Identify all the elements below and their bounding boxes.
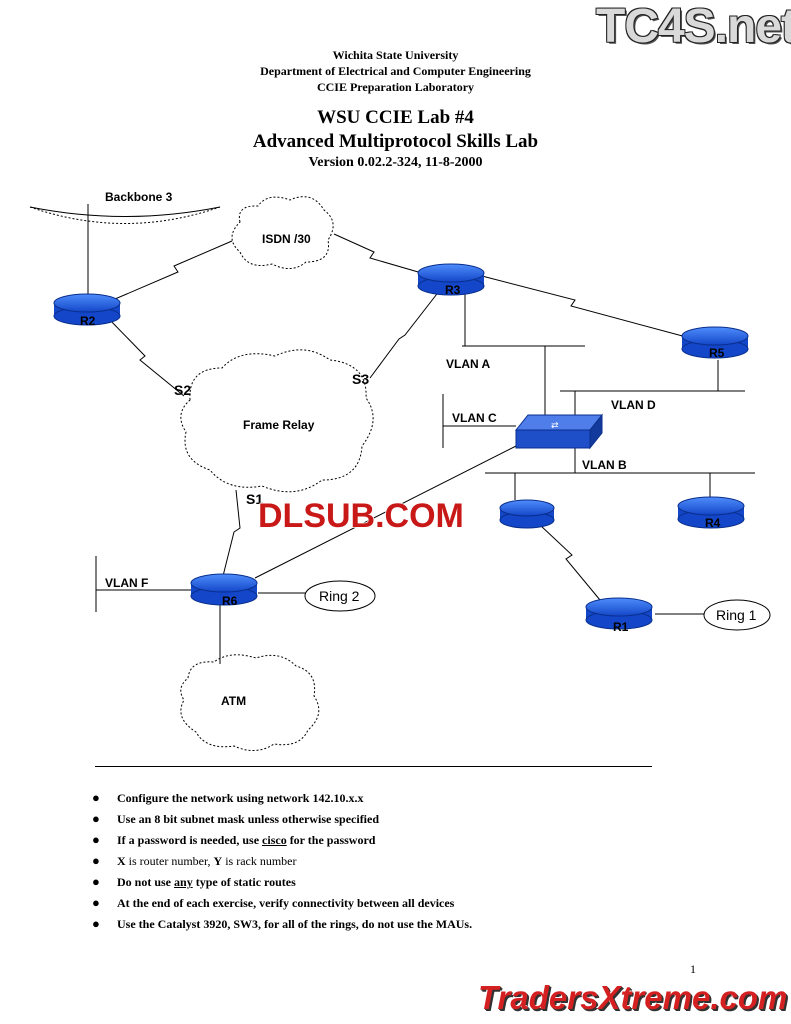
backbone-arc — [29, 206, 221, 224]
bullet-icon: ● — [92, 811, 100, 826]
frame-relay-cloud: Frame Relay — [180, 349, 374, 493]
router-r1: R1 — [585, 597, 653, 634]
vlan-b-label: VLAN B — [582, 458, 627, 472]
r3-label: R3 — [445, 283, 461, 297]
list-item: ●If a password is needed, use cisco for … — [92, 832, 376, 847]
r5-label: R5 — [709, 346, 725, 360]
isdn-r3-link — [333, 233, 433, 277]
list-item: ●Use the Catalyst 3920, SW3, for all of … — [92, 916, 473, 931]
separator-rule — [95, 766, 652, 767]
bullet-icon: ● — [92, 853, 100, 868]
bullet-icon: ● — [92, 916, 100, 931]
backbone-label: Backbone 3 — [105, 190, 173, 204]
router-r4: R4 — [677, 496, 745, 530]
notes-list: ●Configure the network using network 142… — [92, 790, 473, 938]
bullet-icon: ● — [92, 895, 100, 910]
r3-r5-link — [481, 275, 691, 339]
header-lab: CCIE Preparation Laboratory — [316, 80, 475, 94]
atm-cloud: ATM — [180, 654, 320, 751]
frame-relay-label: Frame Relay — [243, 418, 315, 432]
title-line-2: Advanced Multiprotocol Skills Lab — [252, 131, 539, 152]
list-item: ●X is router number, Y is rack number — [92, 853, 297, 868]
r2-isdn-link — [107, 240, 233, 303]
router-r1-link — [539, 524, 601, 601]
bullet-icon: ● — [92, 832, 100, 847]
vlan-c-label: VLAN C — [452, 411, 497, 425]
vlan-a-label: VLAN A — [446, 357, 491, 371]
ring-2-label: Ring 2 — [319, 588, 360, 604]
vlan-d-label: VLAN D — [611, 398, 656, 412]
atm-label: ATM — [221, 694, 246, 708]
list-item: ●Configure the network using network 142… — [92, 790, 364, 805]
frame-relay-r6-link — [221, 489, 241, 581]
switch-arrows-icon: ⇄ — [551, 421, 559, 431]
switch-r6-link — [254, 443, 521, 579]
s3-label: S3 — [352, 371, 369, 387]
header-department: Department of Electrical and Computer En… — [260, 64, 531, 78]
ring-1 — [703, 599, 771, 631]
watermark-bottom-right: TradersXtreme.com — [478, 979, 788, 1016]
list-item: ●Use an 8 bit subnet mask unless otherwi… — [92, 811, 380, 826]
r2-frame-relay-link — [107, 317, 185, 397]
bullet-icon: ● — [92, 790, 100, 805]
router-r3: R3 — [417, 263, 485, 297]
r2-label: R2 — [80, 314, 96, 328]
header-university: Wichita State University — [332, 48, 459, 62]
title-line-1: WSU CCIE Lab #4 — [317, 107, 474, 128]
vlan-f-label: VLAN F — [105, 576, 148, 590]
r1-label: R1 — [613, 620, 629, 634]
watermark-top-right: TC4S.net — [596, 0, 791, 53]
ring-1-label: Ring 1 — [716, 607, 757, 623]
version: Version 0.02.2-324, 11-8-2000 — [308, 155, 483, 170]
r6-label: R6 — [222, 594, 238, 608]
page-number: 1 — [690, 962, 696, 976]
s2-label: S2 — [174, 382, 191, 398]
router-r2: R2 — [53, 293, 121, 328]
backbone-line — [29, 206, 221, 217]
isdn-label: ISDN /30 — [262, 232, 311, 246]
isdn-cloud: ISDN /30 — [231, 196, 334, 269]
list-item: ●Do not use any type of static routes — [92, 874, 296, 889]
r4-label: R4 — [705, 516, 721, 530]
switch-sw3: ⇄ — [514, 413, 604, 450]
r3-frame-relay-link — [369, 289, 441, 379]
s1-label: S1 — [246, 491, 263, 507]
ring-2 — [304, 580, 376, 612]
list-item: ●At the end of each exercise, verify con… — [92, 895, 455, 910]
watermark-center: DLSUB.COM — [258, 497, 464, 535]
bullet-icon: ● — [92, 874, 100, 889]
router-r6: R6 — [190, 573, 258, 608]
network-diagram: Backbone 3 ISDN /30 Frame Relay ATM R2 — [29, 190, 771, 751]
router-r5: R5 — [681, 326, 749, 360]
router-hidden — [499, 499, 555, 529]
